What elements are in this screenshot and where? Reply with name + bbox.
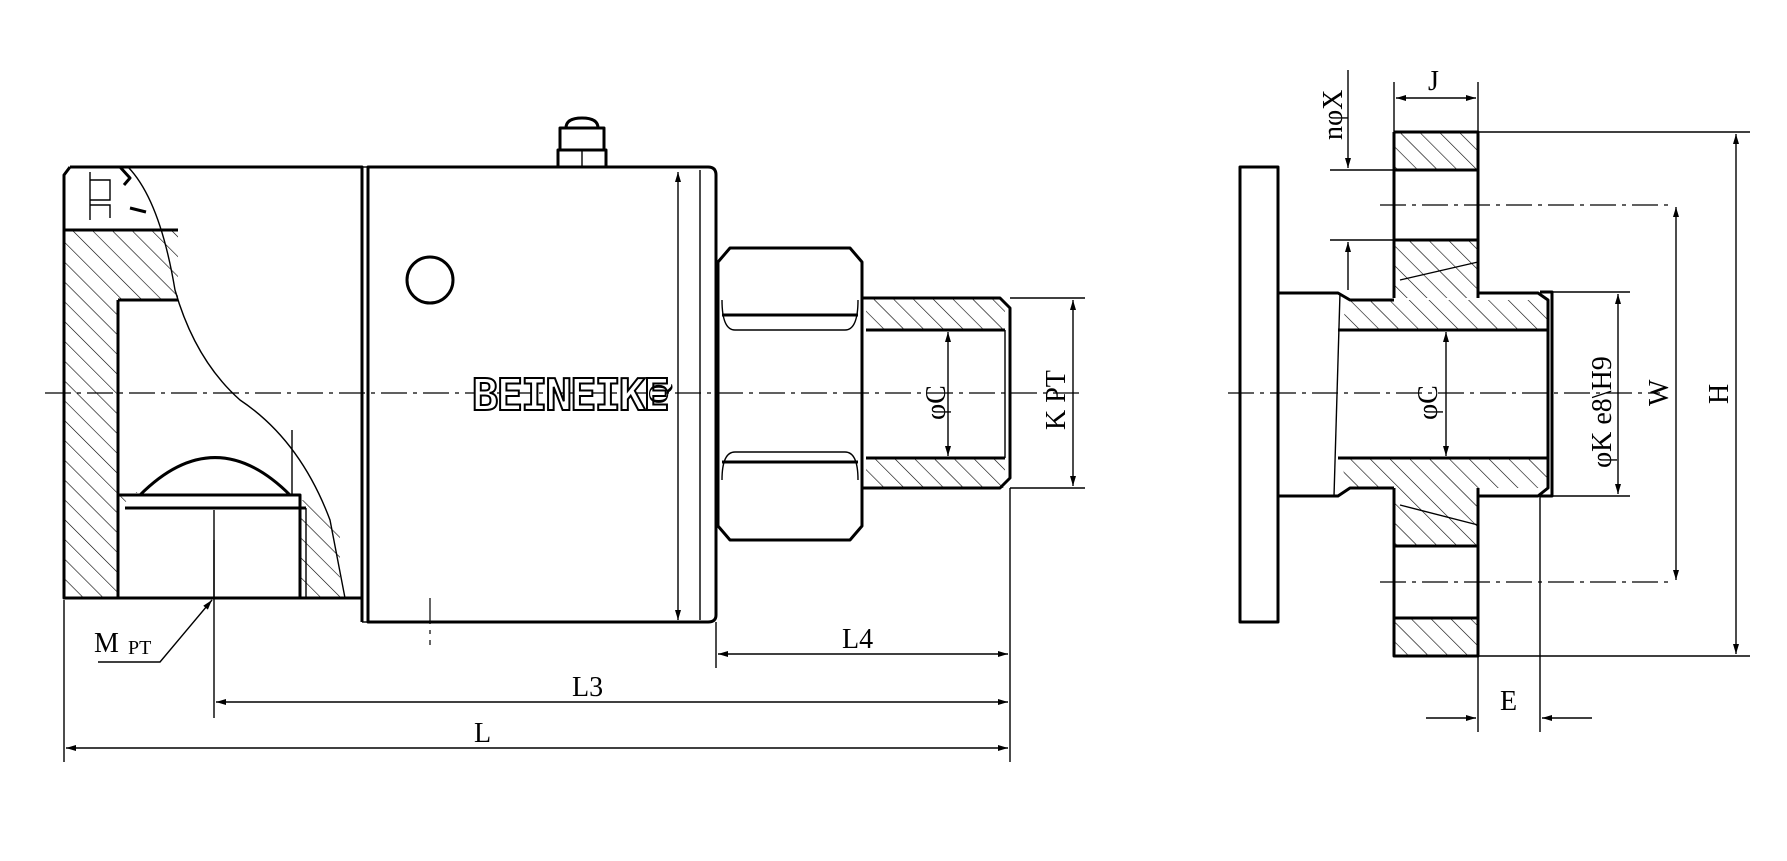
dim-m: M <box>94 628 119 659</box>
dim-q: Q <box>644 384 675 404</box>
dim-h: H <box>1704 384 1735 404</box>
threaded-nipple <box>862 296 1012 490</box>
grease-nipple <box>556 116 608 166</box>
hex-nut <box>716 246 864 542</box>
housing-section-hatch <box>64 230 178 598</box>
dim-n-phi-x: nφX <box>1318 90 1349 140</box>
dim-w: W <box>1644 379 1675 406</box>
dim-phi-k: φK e8\H9 <box>1587 356 1618 468</box>
dim-e: E <box>1500 686 1517 717</box>
dim-k-pt: K PT <box>1041 370 1072 430</box>
side-view: BEINEIKE Q φC K PT L4 <box>45 116 1085 762</box>
back-plate <box>1238 165 1280 624</box>
dim-l3: L3 <box>572 672 603 703</box>
body-block <box>366 165 718 624</box>
m-pt-leader <box>98 599 213 663</box>
dim-l4: L4 <box>842 624 873 655</box>
brand-logo: BEINEIKE <box>472 370 668 421</box>
flange-view: φC φK e8\H9 W H J nφX E <box>1228 66 1750 732</box>
bearing-arc <box>138 456 292 497</box>
dim-phi-c-right: φC <box>1413 385 1444 420</box>
dim-pt-small: PT <box>128 637 151 659</box>
dim-j: J <box>1428 66 1439 97</box>
dim-l: L <box>474 718 491 749</box>
dim-phi-c-left: φC <box>921 385 952 420</box>
break-line <box>127 166 346 599</box>
shaft-outline <box>1278 291 1550 498</box>
grease-hole <box>405 255 455 305</box>
